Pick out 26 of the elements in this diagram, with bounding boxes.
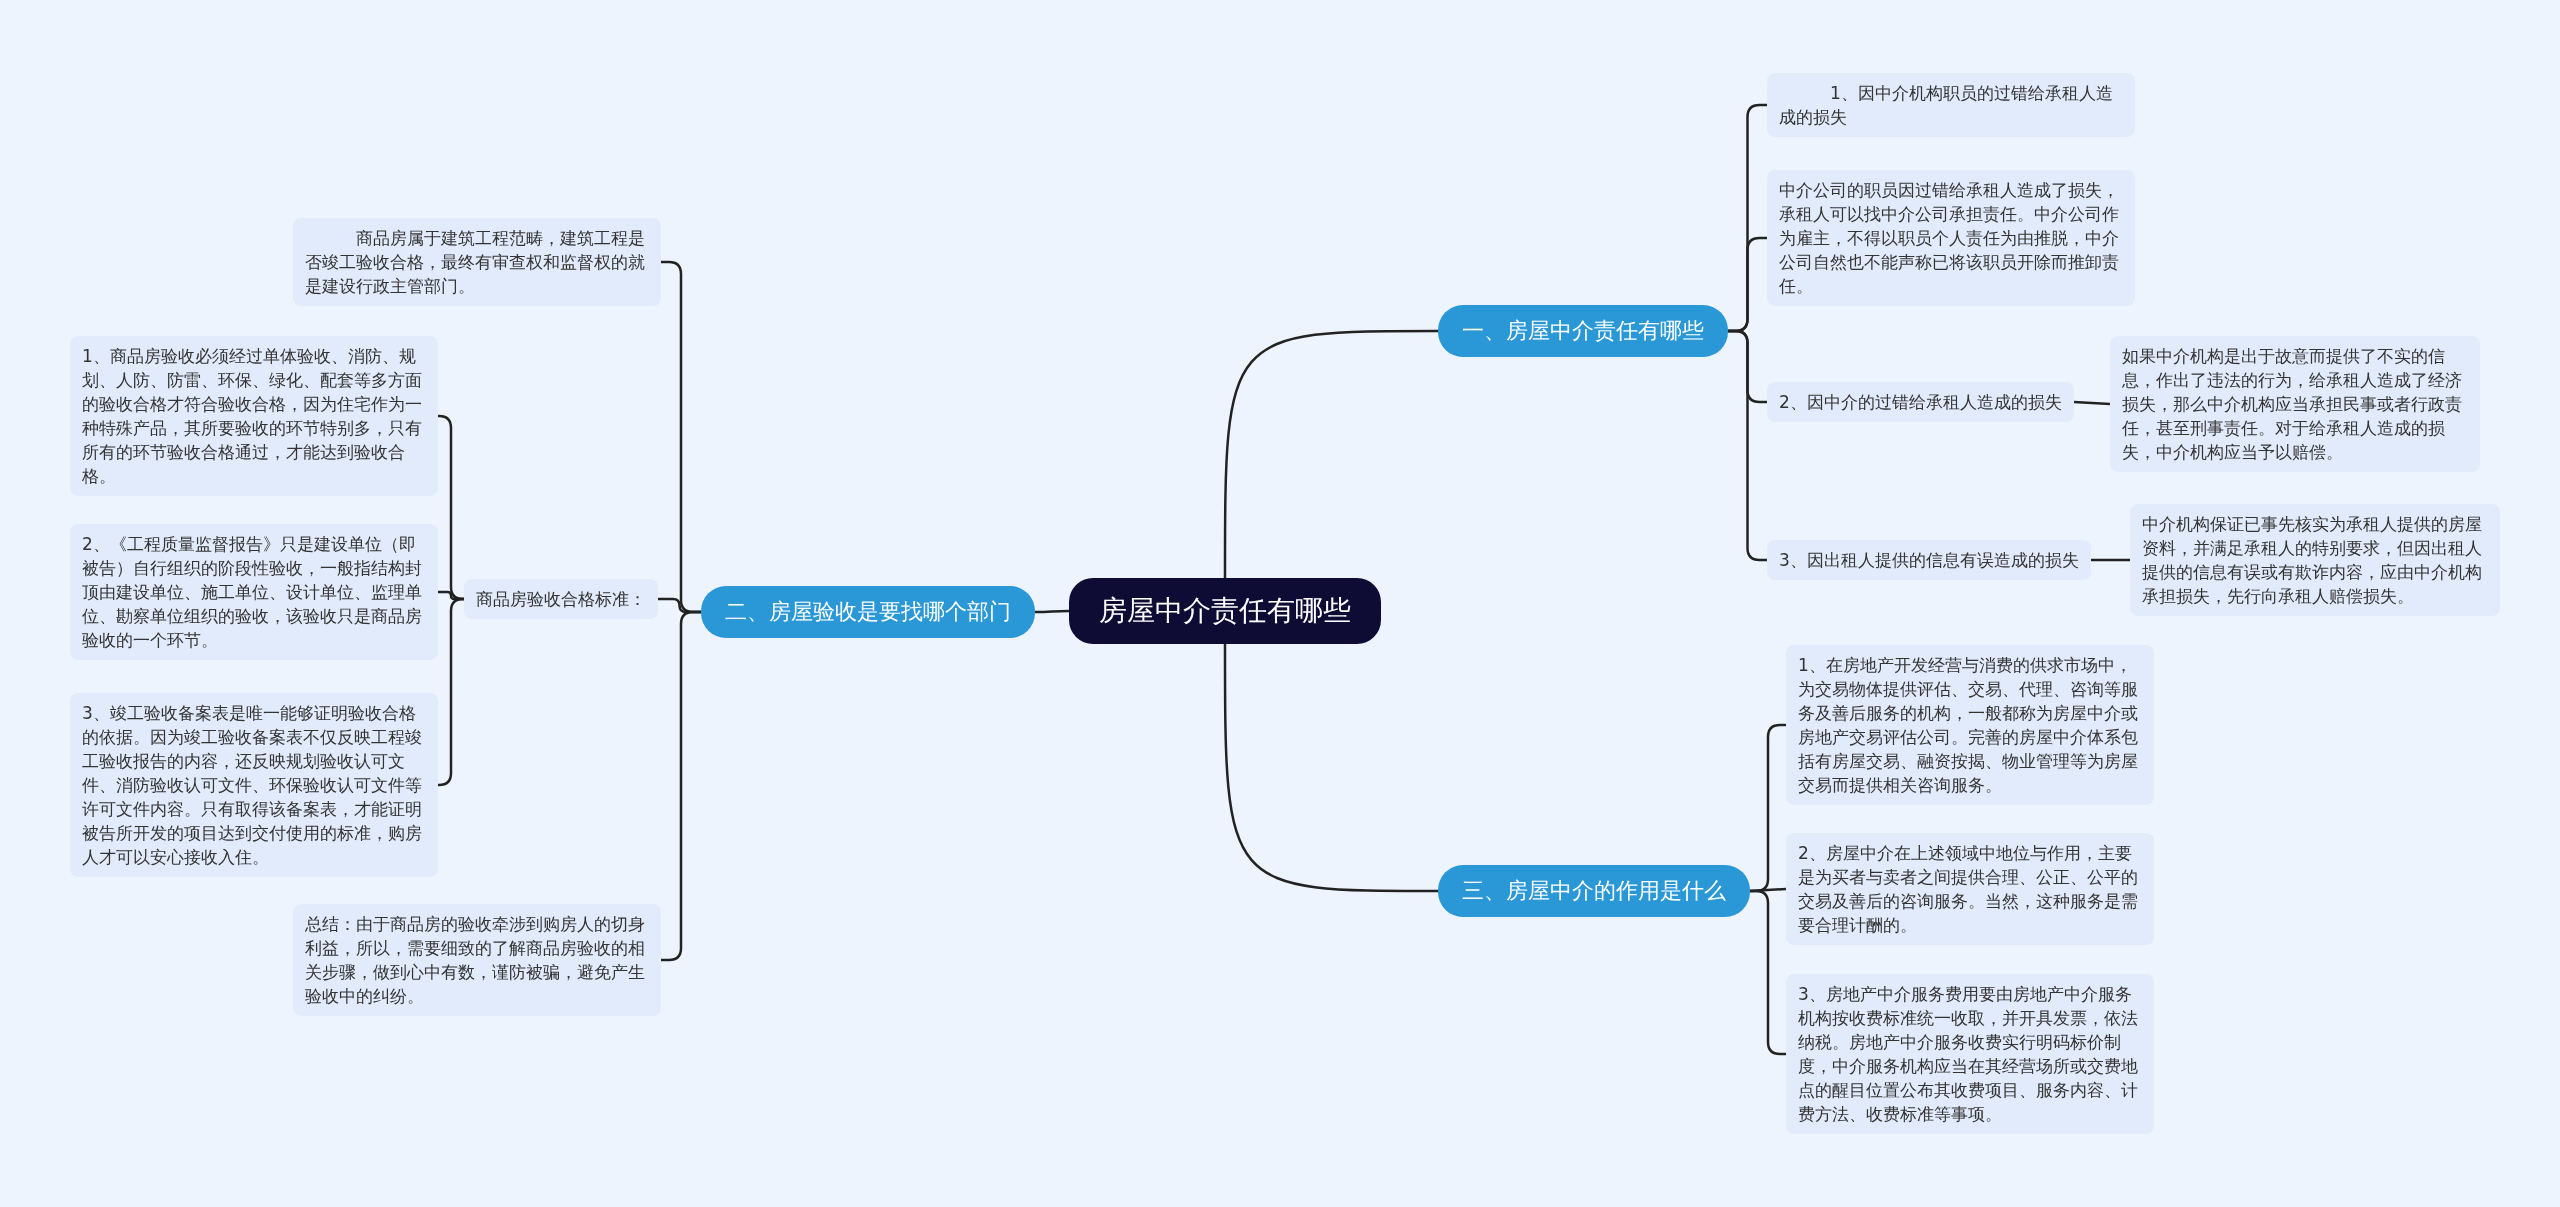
note-card: 2、房屋中介在上述领域中地位与作用，主要是为买者与卖者之间提供合理、公正、公平的交易及善后的咨询服务。当然，这种服务是需要合理计酬的。 [1786,833,2154,945]
connector-line [661,610,701,962]
subtopic-card: 商品房验收合格标准： [464,579,658,619]
branch-topic: 二、房屋验收是要找哪个部门 [701,586,1035,638]
note-card: 3、竣工验收备案表是唯一能够证明验收合格的依据。因为竣工验收备案表不仅反映工程竣工验收报告的内容，还反映规划验收认可文件、消防验收认可文件、环保验收认可文件等许可文件内容。只有取得该备案表，才能证明被告所开发的项目达到交付使用的标准，购房人才可以安心接收入住。 [70,693,438,877]
connector-line [2073,400,2111,406]
connector-line [2090,558,2130,562]
note-card: 中介公司的职员因过错给承租人造成了损失，承租人可以找中介公司承担责任。中介公司作为雇主，不得以职员个人责任为由推脱，中介公司自然也不能声称已将该职员开除而推卸责任。 [1767,170,2135,306]
subtopic-card: 3、因出租人提供的信息有误造成的损失 [1767,540,2091,580]
note-card: 中介机构保证已事先核实为承租人提供的房屋资料，并满足承租人的特别要求，但因出租人提供的信息有误或有欺诈内容，应由中介机构承担损失，先行向承租人赔偿损失。 [2130,504,2500,616]
branch-topic: 三、房屋中介的作用是什么 [1438,865,1750,917]
subtopic-card: 2、因中介的过错给承租人造成的损失 [1767,382,2074,422]
note-card: 1、在房地产开发经营与消费的供求市场中，为交易物体提供评估、交易、代理、咨询等服务及善后服务的机构，一般都称为房屋中介或房地产交易评估公司。完善的房屋中介体系包括有房屋交易、融资按揭、物业管理等为房屋交易而提供相关咨询服务。 [1786,645,2154,805]
note-card: 1、因中介机构职员的过错给承租人造成的损失 [1767,73,2135,137]
note-card: 如果中介机构是出于故意而提供了不实的信息，作出了违法的行为，给承租人造成了经济损失，那么中介机构应当承担民事或者行政责任，甚至刑事责任。对于给承租人造成的损失，中介机构应当予以赔偿。 [2110,336,2480,472]
note-card: 1、商品房验收必须经过单体验收、消防、规划、人防、防雷、环保、绿化、配套等多方面的验收合格才符合验收合格，因为住宅作为一种特殊产品，其所要验收的环节特别多，只有所有的环节验收合格通过，才能达到验收合格。 [70,336,438,496]
connector-line [1223,329,1438,578]
branch-topic: 一、房屋中介责任有哪些 [1438,305,1728,357]
note-card: 2、《工程质量监督报告》只是建设单位（即被告）自行组织的阶段性验收，一般指结构封顶由建设单位、施工单位、设计单位、监理单位、勘察单位组织的验收，该验收只是商品房验收的一个环节。 [70,524,438,660]
connector-line [1223,644,1438,893]
note-card: 3、房地产中介服务费用要由房地产中介服务机构按收费标准统一收取，并开具发票，依法纳税。房地产中介服务收费实行明码标价制度，中介服务机构应当在其经营场所或交费地点的醒目位置公布其收费项目、服务内容、计费方法、收费标准等事项。 [1786,974,2154,1134]
connector-line [1035,609,1069,614]
note-card: 总结：由于商品房的验收牵涉到购房人的切身利益，所以，需要细致的了解商品房验收的相关步骤，做到心中有数，谨防被骗，避免产生验收中的纠纷。 [293,904,661,1016]
central-topic: 房屋中介责任有哪些 [1069,578,1381,644]
connector-line [437,597,465,787]
note-card: 商品房属于建筑工程范畴，建筑工程是否竣工验收合格，最终有审查权和监督权的就是建设行政主管部门。 [293,218,661,306]
